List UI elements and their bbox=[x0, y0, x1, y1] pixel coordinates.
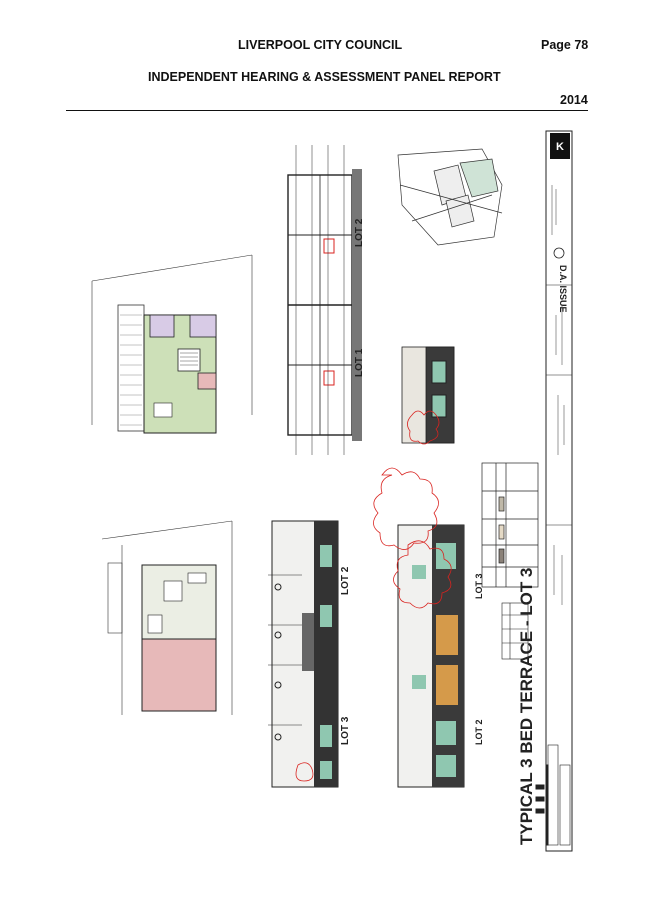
svg-text:K: K bbox=[556, 141, 564, 153]
cross-section bbox=[287, 145, 362, 455]
da-issue-label: D.A. ISSUE bbox=[558, 265, 568, 313]
east-elevation bbox=[401, 346, 455, 445]
report-year: 2014 bbox=[560, 93, 588, 107]
scale-bar bbox=[535, 764, 549, 846]
site-plan bbox=[397, 148, 503, 246]
architectural-drawing-sheet: K D.A. ISSUE TYPICAL 3 BED TERRACE - LOT… bbox=[91, 130, 573, 852]
lot-3-label-north: LOT 3 bbox=[340, 716, 351, 745]
area-schedule bbox=[501, 602, 529, 660]
council-name: LIVERPOOL CITY COUNCIL bbox=[238, 38, 403, 52]
materials-legend bbox=[481, 462, 539, 588]
page-number: Page 78 bbox=[541, 38, 589, 52]
lot-1-label-section: LOT 1 bbox=[354, 348, 365, 377]
report-title: INDEPENDENT HEARING & ASSESSMENT PANEL R… bbox=[148, 70, 501, 84]
lot-2-label-north: LOT 2 bbox=[340, 566, 351, 595]
lot-3-label-south: LOT 3 bbox=[474, 573, 484, 599]
title-block: K D.A. ISSUE bbox=[545, 130, 573, 852]
lot-2-label-section: LOT 2 bbox=[354, 218, 365, 247]
sheet-title: TYPICAL 3 BED TERRACE - LOT 3 bbox=[517, 568, 536, 845]
south-elevation bbox=[373, 467, 465, 788]
ground-floor-plan bbox=[101, 520, 233, 715]
logo-mark bbox=[550, 133, 570, 159]
north-elevation bbox=[268, 520, 339, 788]
lot-2-label-south: LOT 2 bbox=[474, 719, 484, 745]
first-floor-plan bbox=[91, 254, 253, 434]
header-divider bbox=[66, 110, 588, 111]
